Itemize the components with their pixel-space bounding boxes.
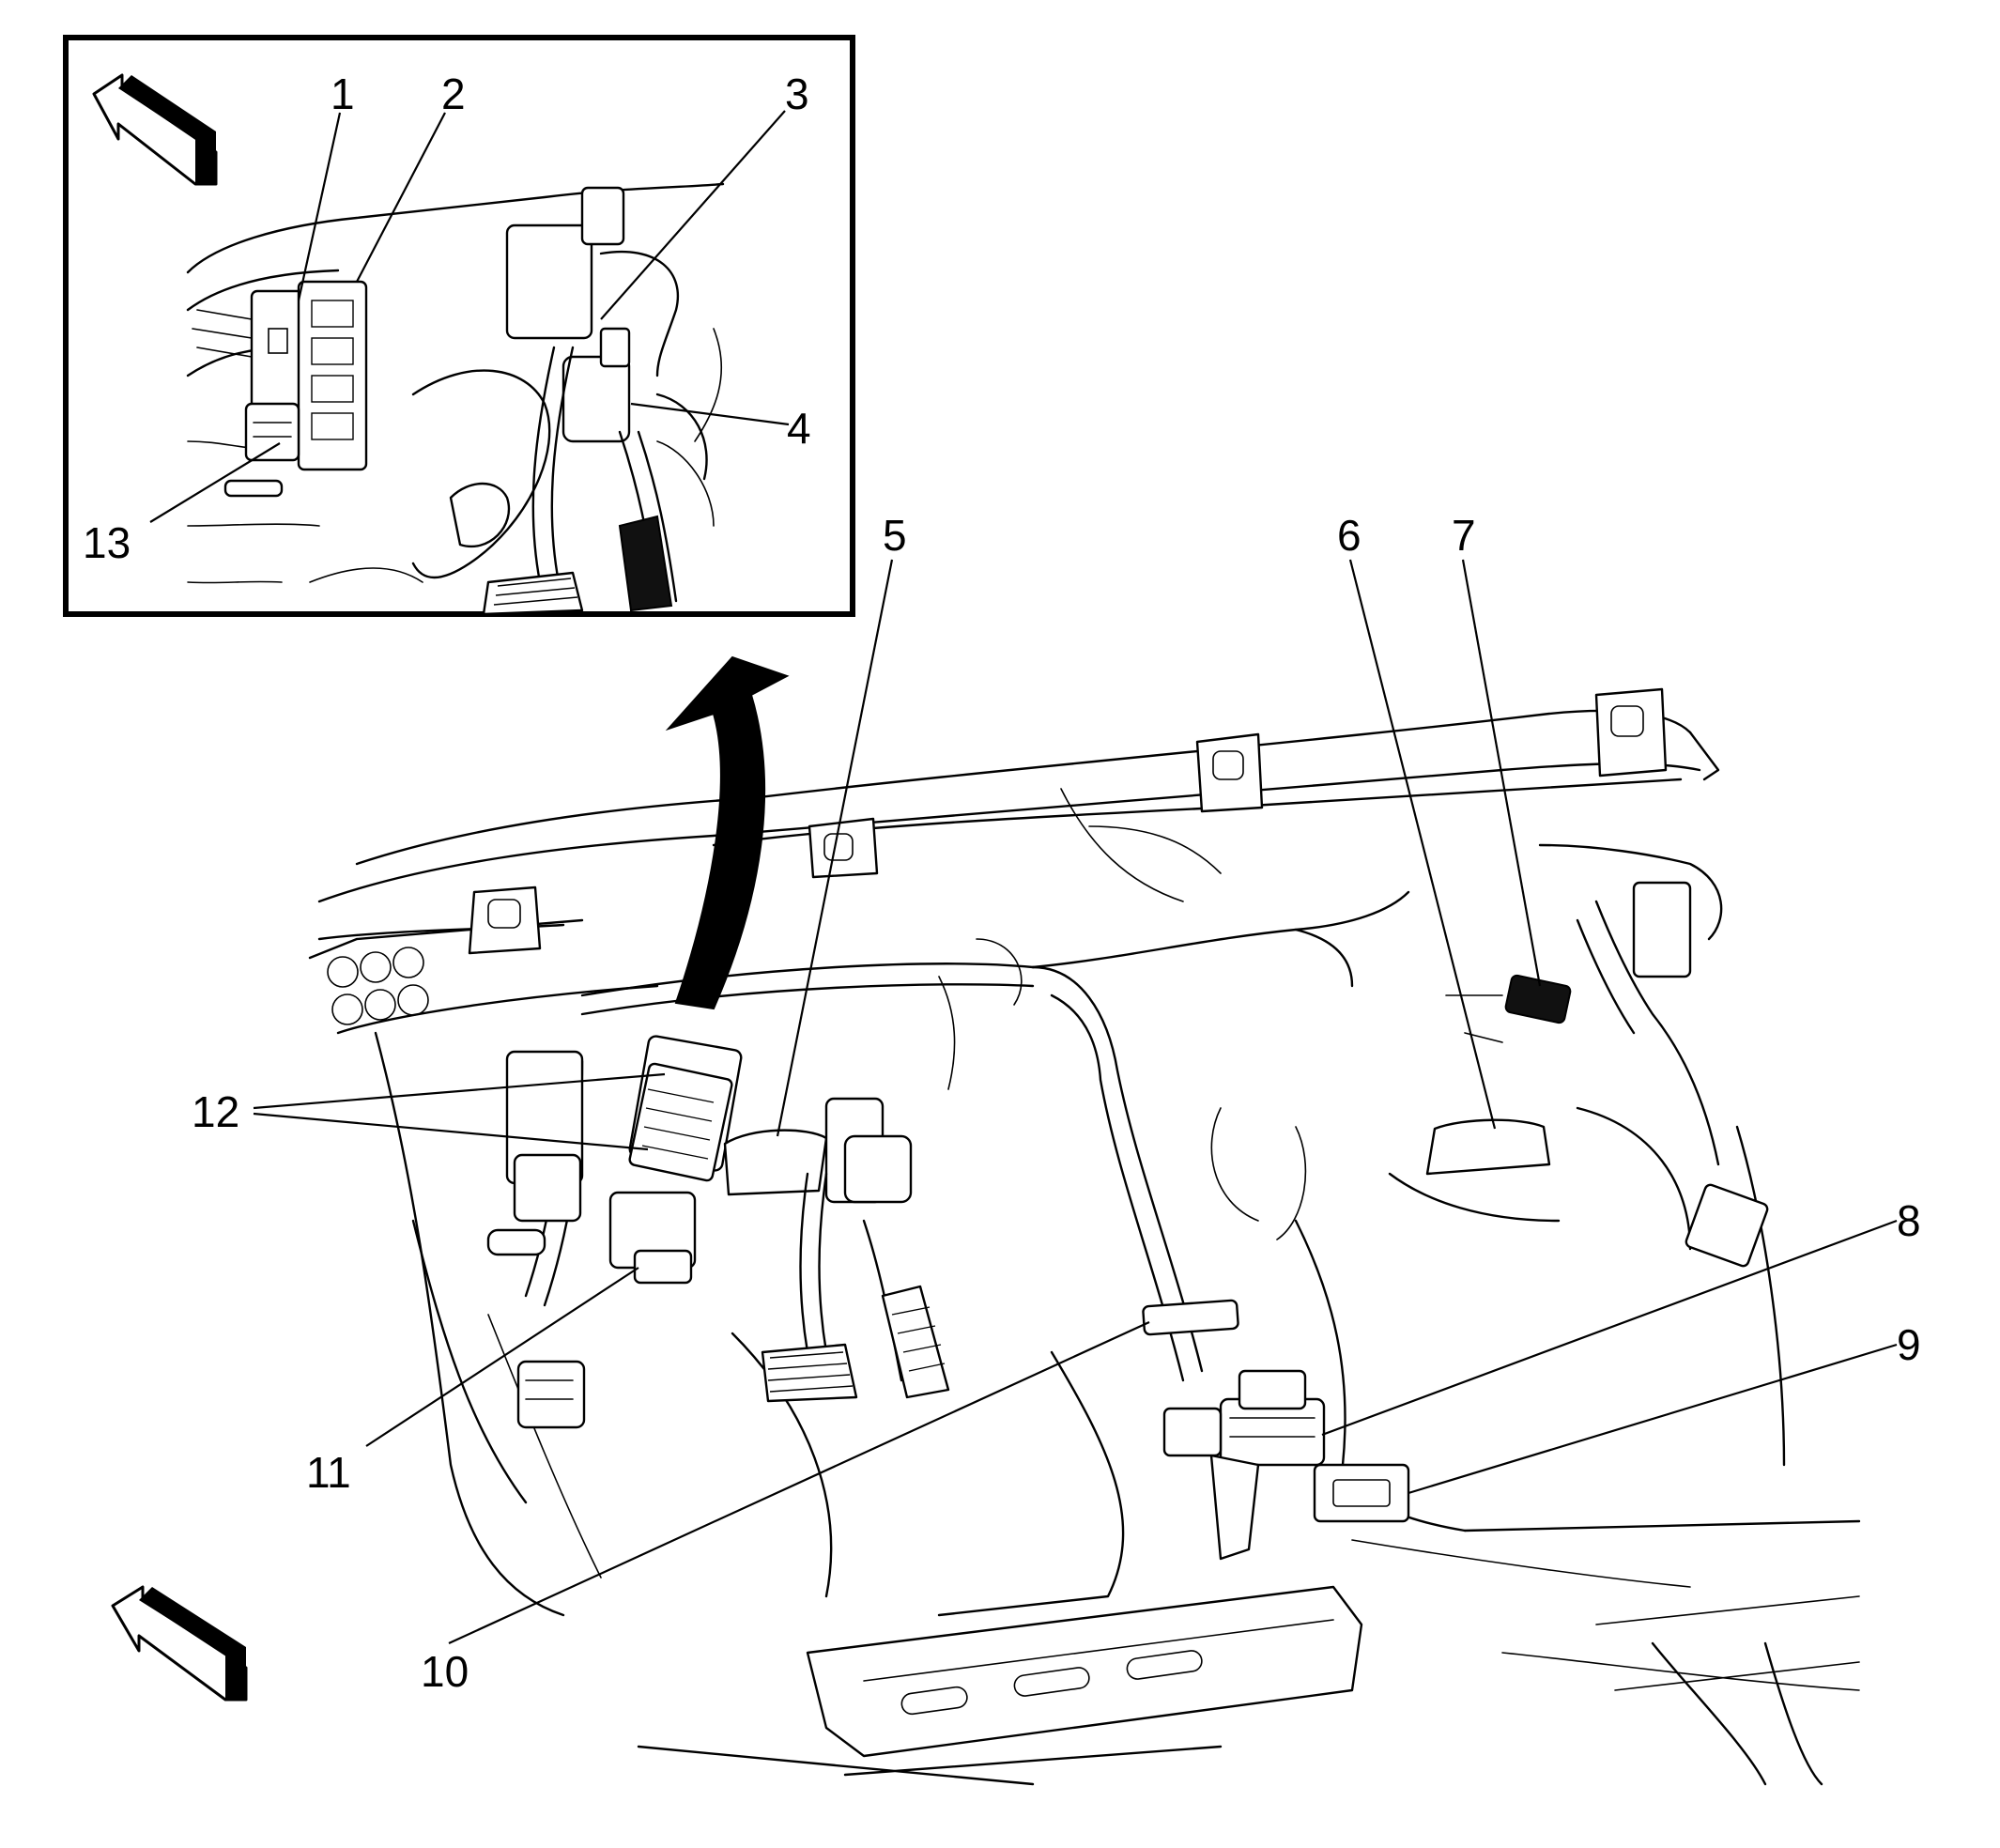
callout-6: 6 [1337, 511, 1362, 560]
callout-13: 13 [83, 518, 131, 567]
cowl-panel [308, 687, 1720, 1035]
callout-8: 8 [1897, 1196, 1921, 1245]
connector-component-10 [1142, 1299, 1239, 1336]
callout-10: 10 [421, 1647, 469, 1696]
sensor-component-5 [723, 1129, 828, 1196]
callout-1: 1 [331, 69, 355, 118]
module-component-9 [1313, 1463, 1410, 1523]
callout-11: 11 [306, 1448, 351, 1497]
callout-5: 5 [883, 511, 907, 560]
curved-detail-arrow-icon [665, 655, 790, 1010]
leader-lines [149, 110, 1898, 1644]
forward-direction-arrow-icon [92, 73, 218, 186]
center-floor-modules [1142, 1299, 1410, 1561]
callout-labels: 1 2 3 4 5 6 7 8 9 10 11 12 13 [83, 69, 1921, 1696]
main-vehicle-view [111, 655, 1861, 1786]
callout-9: 9 [1897, 1320, 1921, 1369]
inset-dash-panel [186, 182, 725, 584]
callout-3: 3 [785, 69, 809, 118]
component-6-module [1425, 1118, 1551, 1176]
pedal-assembly [723, 1097, 950, 1403]
module-component-8 [1219, 1397, 1326, 1467]
forward-direction-arrow-icon [111, 1585, 248, 1702]
callout-12: 12 [192, 1087, 239, 1136]
inset-pedal-assembly [482, 186, 678, 616]
left-module-cluster [486, 1035, 743, 1429]
callout-4: 4 [787, 404, 811, 453]
callout-7: 7 [1452, 511, 1476, 560]
component-7-connector [1504, 974, 1572, 1024]
callout-2: 2 [441, 69, 466, 118]
right-components [1425, 881, 1769, 1268]
inset-component-2-fuse-block [297, 280, 368, 471]
detail-inset [63, 35, 855, 617]
inset-component-13-connector [223, 402, 300, 498]
fuse-block-component [628, 1062, 733, 1182]
connector-component-11 [633, 1249, 693, 1285]
